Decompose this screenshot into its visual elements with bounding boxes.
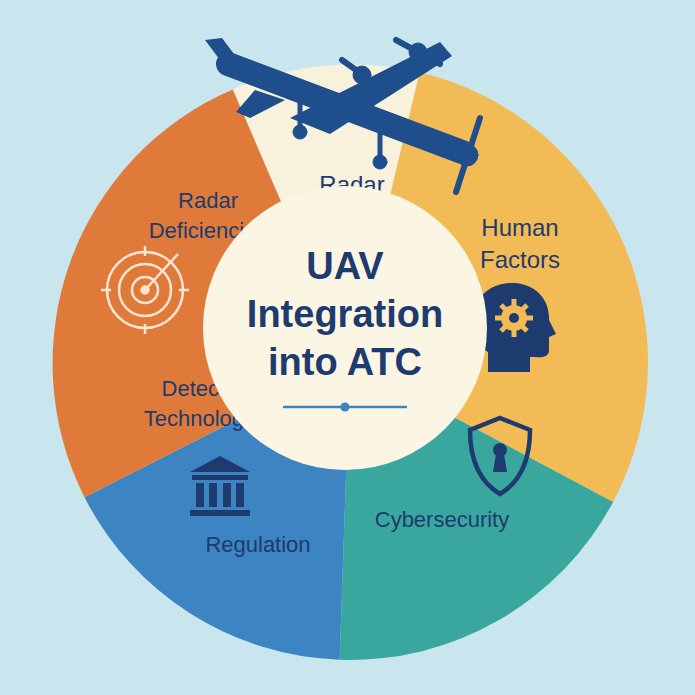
segment-label: Regulation xyxy=(178,531,338,559)
segment-label: Cybersecurity xyxy=(352,506,532,534)
drone-illustration xyxy=(205,38,480,192)
center-title: UAV Integration into ATC xyxy=(225,242,465,386)
segment-label: Human Factors xyxy=(460,212,580,276)
wheel-segments xyxy=(53,64,648,659)
target-icon xyxy=(101,246,189,334)
segment-label: Regulation xyxy=(178,531,338,559)
bank-icon xyxy=(190,456,250,516)
center-rule xyxy=(280,400,410,414)
segment-label: Cybersecurity xyxy=(352,506,532,534)
shield-icon xyxy=(470,418,530,494)
segment-label: Human Factors xyxy=(460,212,580,276)
center-circle: UAV Integration into ATC xyxy=(203,186,487,470)
